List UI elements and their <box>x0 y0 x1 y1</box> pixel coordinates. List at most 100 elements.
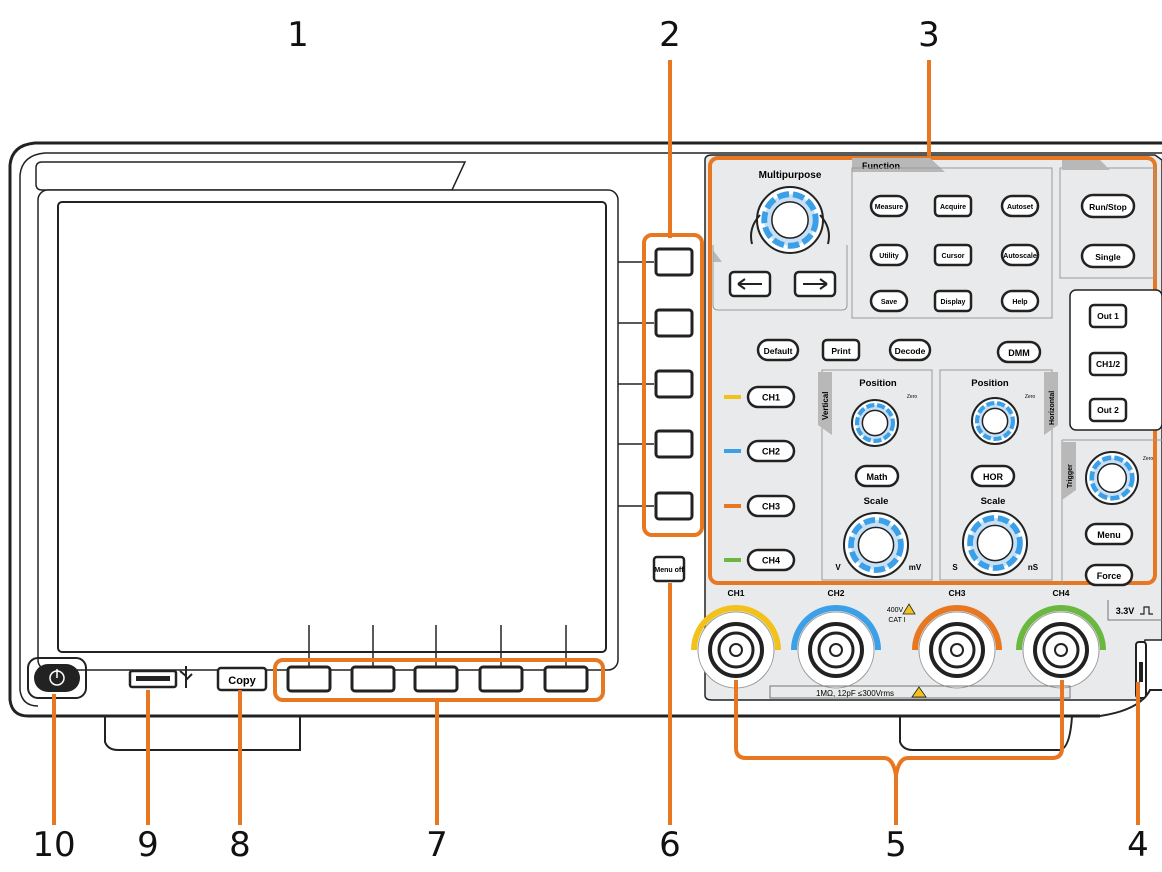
function-key-4[interactable] <box>869 243 909 267</box>
horizontal-scale-knob-cap <box>976 524 1014 562</box>
channel-key-label: CH2 <box>762 447 780 457</box>
menu-key-bottom-5[interactable] <box>543 665 589 693</box>
single-button[interactable] <box>1080 243 1136 269</box>
vertical-position-knob-cap <box>861 409 889 437</box>
print-button[interactable] <box>821 338 861 362</box>
channel-key-1[interactable] <box>746 385 796 409</box>
trigger-zero-label: Zero <box>1143 456 1154 462</box>
channel-key-4[interactable] <box>746 548 796 572</box>
menu-off-button[interactable] <box>652 555 686 583</box>
menu-key-right-1[interactable] <box>654 247 694 277</box>
multipurpose-knob[interactable] <box>756 186 824 254</box>
callout-2: 2 <box>659 15 681 55</box>
function-key-1[interactable] <box>869 194 909 218</box>
probe-comp-square-wave-icon <box>1140 606 1153 615</box>
impedance-warning-icon <box>911 686 927 698</box>
run-stop-label: Run/Stop <box>1089 202 1127 212</box>
menu-key-bottom-3[interactable] <box>413 665 459 693</box>
trigger-level-knob[interactable] <box>1085 451 1139 505</box>
vertical-label: Vertical <box>821 392 830 420</box>
output-key-1[interactable] <box>1088 303 1128 329</box>
probe-comp-bracket <box>1107 600 1162 621</box>
trigger-tab <box>1062 442 1076 500</box>
function-label: Function <box>862 161 900 171</box>
output-key-3[interactable] <box>1088 397 1128 423</box>
callout-8: 8 <box>229 825 251 865</box>
lcd-screen <box>57 201 607 653</box>
menu-off-label: Menu off <box>654 567 684 574</box>
screen-menu-keys-bottom <box>286 625 589 693</box>
trigger-menu-button[interactable] <box>1084 522 1134 546</box>
function-key-3[interactable] <box>1000 194 1040 218</box>
horizontal-scale-knob[interactable] <box>962 510 1028 576</box>
bnc-label: CH1 <box>727 588 744 598</box>
channel-key-label: CH1 <box>762 393 780 403</box>
menu-key-right-2[interactable] <box>654 308 694 338</box>
seconds-unit-label: S <box>952 563 958 572</box>
bnc-label: CH3 <box>948 588 965 598</box>
default-label: Default <box>764 346 793 356</box>
force-button[interactable] <box>1084 563 1134 587</box>
function-key-5[interactable] <box>933 243 973 267</box>
vertical-scale-label: Scale <box>864 496 889 507</box>
rating-line-2: CAT I <box>888 617 905 624</box>
channel-key-2[interactable] <box>746 439 796 463</box>
menu-key-right-3[interactable] <box>654 369 694 399</box>
function-key-2[interactable] <box>933 194 973 218</box>
volts-unit-label: V <box>835 563 841 572</box>
math-button[interactable] <box>854 464 900 488</box>
multipurpose-label: Multipurpose <box>759 170 822 181</box>
bnc-label: CH2 <box>827 588 844 598</box>
bnc-color-ring <box>1016 605 1106 651</box>
multipurpose-group-box <box>712 245 848 311</box>
probe-comp-label: 3.3V <box>1116 606 1135 616</box>
arrow-right-icon <box>803 278 828 290</box>
menu-key-right-5[interactable] <box>654 491 694 521</box>
rating-line-1: 400V <box>887 607 904 614</box>
menu-key-bottom-1[interactable] <box>286 665 332 693</box>
horizontal-position-knob-cap <box>981 407 1009 435</box>
callout-10: 10 <box>32 825 76 865</box>
vertical-position-knob[interactable] <box>851 399 899 447</box>
arrow-left-icon <box>737 278 762 290</box>
screen-menu-keys-right <box>618 247 694 521</box>
output-key-2[interactable] <box>1088 351 1128 377</box>
menu-key-right-4[interactable] <box>654 429 694 459</box>
function-key-6[interactable] <box>1000 243 1040 267</box>
scope-bottom-right <box>1099 689 1162 717</box>
hor-button[interactable] <box>970 464 1016 488</box>
function-key-label: Display <box>941 299 966 306</box>
function-key-9[interactable] <box>1000 289 1040 313</box>
output-key-label: CH1/2 <box>1096 359 1120 369</box>
impedance-label: 1MΩ, 12pF ≤300Vrms <box>816 689 894 698</box>
function-key-label: Help <box>1012 299 1027 306</box>
scope-foot-right <box>899 715 1073 751</box>
bnc-pin <box>729 643 743 657</box>
dmm-button[interactable] <box>996 340 1042 364</box>
single-label: Single <box>1095 252 1121 262</box>
decode-button[interactable] <box>888 338 932 362</box>
nanoseconds-unit-label: nS <box>1028 563 1039 572</box>
vertical-position-label: Position <box>859 378 897 389</box>
rating-warning-icon <box>902 603 916 615</box>
horizontal-position-knob[interactable] <box>971 397 1019 445</box>
trigger-label: Trigger <box>1067 464 1074 488</box>
vertical-scale-knob[interactable] <box>843 512 909 578</box>
decode-label: Decode <box>895 346 926 356</box>
run-stop-button[interactable] <box>1080 193 1136 219</box>
function-key-8[interactable] <box>933 289 973 313</box>
multipurpose-knob-cap <box>771 201 809 239</box>
horizontal-label: Horizontal <box>1049 391 1056 425</box>
scope-body-left-inner <box>19 175 39 707</box>
channel-key-label: CH3 <box>762 502 780 512</box>
default-button[interactable] <box>756 338 800 362</box>
channel-key-3[interactable] <box>746 494 796 518</box>
horizontal-tab <box>1044 372 1058 435</box>
bnc-pin <box>950 643 964 657</box>
horizontal-group-box <box>939 369 1053 581</box>
menu-key-bottom-4[interactable] <box>478 665 524 693</box>
callout-3: 3 <box>918 15 940 55</box>
function-key-7[interactable] <box>869 289 909 313</box>
menu-key-bottom-2[interactable] <box>350 665 396 693</box>
